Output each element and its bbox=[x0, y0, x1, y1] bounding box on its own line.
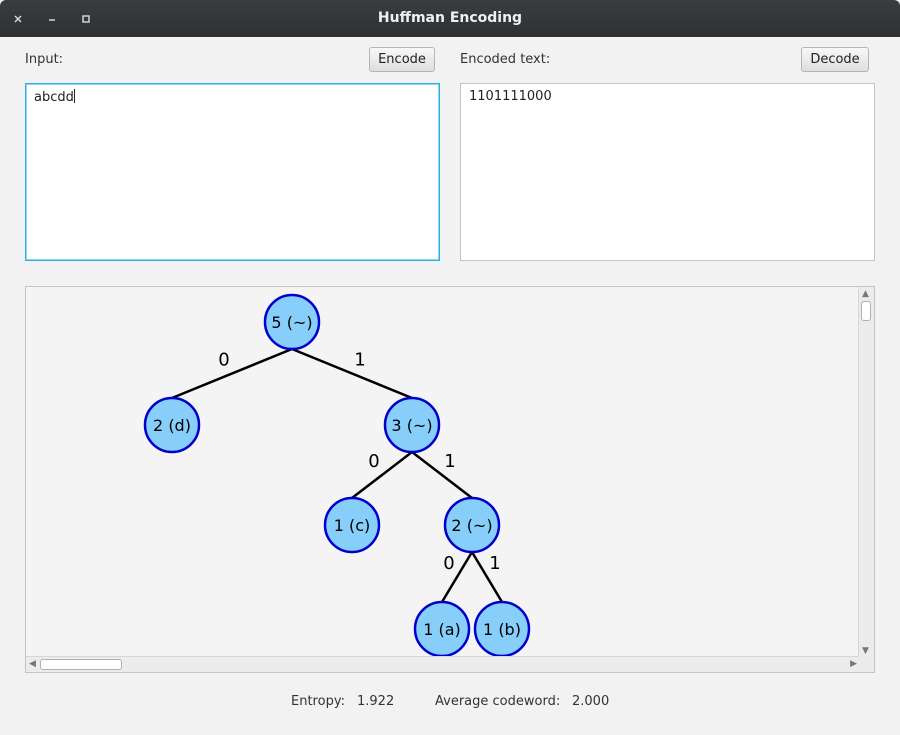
scroll-left-icon[interactable]: ◀ bbox=[29, 659, 36, 669]
tree-edge-label: 0 bbox=[218, 350, 229, 371]
input-textarea[interactable]: abcdd bbox=[25, 83, 440, 261]
scroll-up-icon[interactable]: ▲ bbox=[862, 289, 869, 299]
input-text: abcdd bbox=[34, 90, 74, 105]
huffman-tree: 0 1 0 1 0 1 5 (~) 2 (d) 3 (~) 1 (c) 2 (~) 1 (a) 1 (… bbox=[143, 293, 531, 658]
tree-node-label: 2 (d) bbox=[153, 416, 191, 435]
tree-edge-n3-c bbox=[351, 451, 413, 499]
tree-edge-label: 0 bbox=[443, 553, 454, 574]
tree-node-circle bbox=[323, 496, 381, 554]
tree-node-label: 1 (c) bbox=[334, 516, 371, 535]
tree-node-label: 1 (a) bbox=[423, 620, 461, 639]
window-title: Huffman Encoding bbox=[377, 10, 523, 26]
horizontal-scrollbar[interactable]: ◀ ▶ bbox=[26, 656, 860, 672]
tree-edge-label: 1 bbox=[489, 553, 500, 574]
close-icon[interactable] bbox=[8, 9, 28, 29]
tree-scroll-pane[interactable]: 0 1 0 1 0 1 5 (~) 2 (d) 3 (~) 1 (c) 2 (~) 1 (a) 1 (… bbox=[25, 286, 875, 673]
minimize-icon[interactable] bbox=[42, 9, 62, 29]
tree-edge-n2-b bbox=[470, 551, 504, 603]
tree-node-d: 2 (d) bbox=[143, 396, 201, 454]
tree-node-a: 1 (a) bbox=[413, 600, 471, 658]
title-bar: Huffman Encoding bbox=[0, 0, 900, 37]
tree-node-b: 1 (b) bbox=[473, 600, 531, 658]
encoded-text: 1101111000 bbox=[469, 89, 552, 104]
maximize-icon[interactable] bbox=[76, 9, 96, 29]
tree-node-label: 5 (~) bbox=[271, 313, 312, 332]
tree-node-label: 2 (~) bbox=[451, 516, 492, 535]
entropy-label: Entropy: bbox=[291, 694, 345, 709]
encoded-label: Encoded text: bbox=[460, 52, 551, 67]
tree-edge-root-d bbox=[171, 347, 293, 400]
tree-edge-label: 1 bbox=[354, 350, 365, 371]
scrollbar-corner bbox=[858, 656, 874, 672]
tree-node-label: 3 (~) bbox=[391, 416, 432, 435]
scroll-right-icon[interactable]: ▶ bbox=[850, 659, 857, 669]
tree-node-circle bbox=[143, 396, 201, 454]
tree-node-circle bbox=[263, 293, 321, 351]
tree-node-label: 1 (b) bbox=[483, 620, 521, 639]
entropy-value: 1.922 bbox=[357, 694, 395, 709]
tree-edge-label: 1 bbox=[444, 451, 455, 472]
tree-edge-label: 0 bbox=[368, 451, 379, 472]
tree-node-root: 5 (~) bbox=[263, 293, 321, 351]
tree-node-n2: 2 (~) bbox=[443, 496, 501, 554]
decode-button[interactable]: Decode bbox=[801, 47, 869, 72]
tree-edge-n3-n2 bbox=[411, 451, 473, 499]
horizontal-scroll-thumb[interactable] bbox=[40, 659, 122, 670]
encode-button[interactable]: Encode bbox=[369, 47, 435, 72]
vertical-scrollbar[interactable]: ▲ ▼ bbox=[858, 287, 874, 658]
tree-edge-root-n3 bbox=[291, 347, 413, 400]
tree-node-n3: 3 (~) bbox=[383, 396, 441, 454]
encoded-textarea[interactable]: 1101111000 bbox=[460, 83, 875, 261]
vertical-scroll-thumb[interactable] bbox=[861, 301, 871, 321]
tree-edge-n2-a bbox=[440, 551, 474, 603]
scroll-down-icon[interactable]: ▼ bbox=[862, 646, 869, 656]
text-caret bbox=[73, 89, 75, 103]
tree-node-circle bbox=[443, 496, 501, 554]
avg-codeword-label: Average codeword: bbox=[435, 694, 561, 709]
tree-node-circle bbox=[383, 396, 441, 454]
tree-node-c: 1 (c) bbox=[323, 496, 381, 554]
avg-codeword-value: 2.000 bbox=[572, 694, 610, 709]
input-label: Input: bbox=[25, 52, 64, 67]
